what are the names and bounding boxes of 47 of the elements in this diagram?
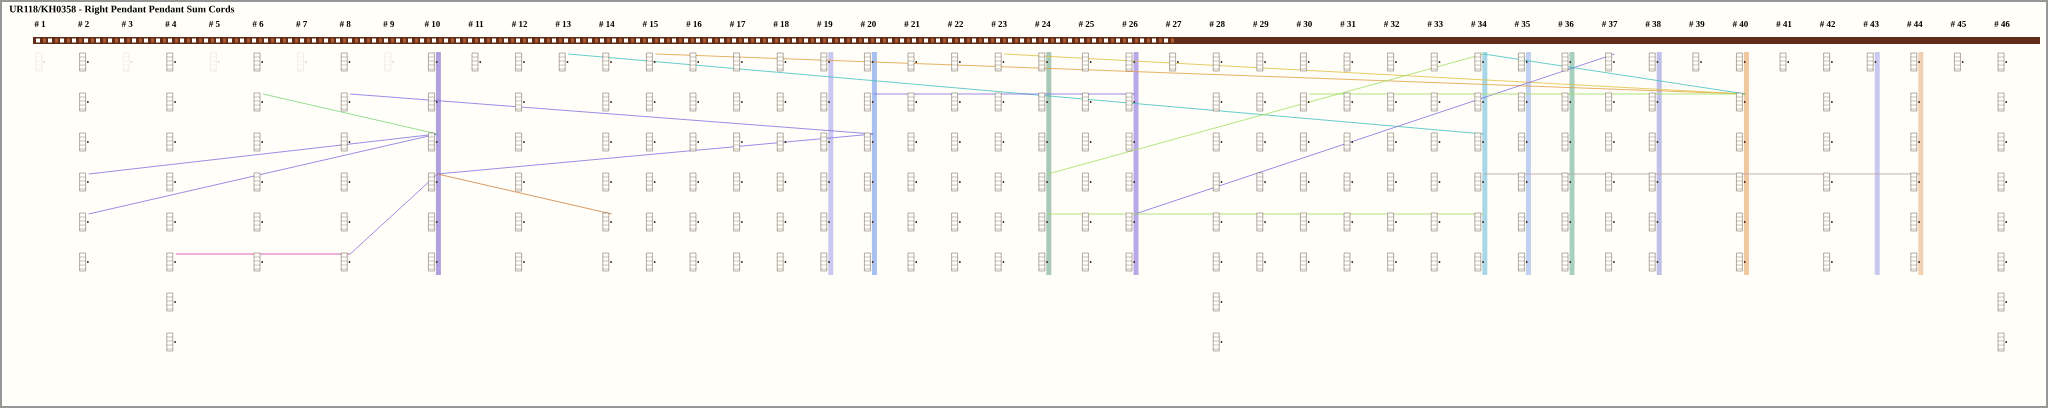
column-label: # 37: [1601, 21, 1618, 27]
column-label: # 20: [860, 20, 876, 28]
column-label: # 36: [1558, 21, 1574, 27]
column-label: # 46: [1994, 21, 2010, 27]
column-label: # 19: [817, 21, 833, 27]
column-label: # 13: [555, 21, 571, 27]
column-label: # 26: [1122, 21, 1138, 27]
column-label: # 18: [773, 20, 789, 28]
column-label: # 40: [1732, 20, 1748, 28]
column-label: # 23: [991, 21, 1007, 27]
column-label: # 17: [729, 21, 746, 27]
column-label: # 8: [339, 20, 351, 28]
column-label: # 38: [1645, 20, 1661, 28]
column-label: # 31: [1340, 21, 1356, 27]
column-label: # 11: [468, 21, 484, 27]
column-label: # 30: [1296, 20, 1312, 28]
column-label: # 7: [296, 21, 307, 27]
column-label: # 1: [34, 21, 46, 27]
column-label: # 43: [1863, 21, 1879, 27]
column-label: # 24: [1035, 21, 1051, 27]
column-label: # 35: [1514, 21, 1530, 27]
column-label: # 29: [1253, 21, 1269, 27]
column-label: # 41: [1776, 21, 1792, 27]
title: UR118/KH0358 - Right Pendant Pendant Sum Cords: [9, 5, 235, 15]
column-label: # 44: [1907, 21, 1923, 27]
column-label: # 15: [642, 21, 658, 27]
column-label: # 22: [947, 21, 964, 27]
column-label: # 25: [1078, 21, 1094, 27]
column-label: # 5: [208, 21, 220, 27]
column-label: # 28: [1209, 20, 1225, 28]
column-label: # 27: [1165, 21, 1182, 27]
column-label: # 12: [511, 21, 528, 27]
column-label: # 34: [1471, 21, 1487, 27]
column-label: # 16: [686, 21, 702, 27]
column-label: # 9: [383, 21, 395, 27]
column-label: # 33: [1427, 21, 1443, 27]
column-label: # 4: [165, 21, 177, 27]
column-label: # 10: [424, 20, 440, 28]
column-label: # 3: [121, 21, 133, 27]
column-label: # 6: [252, 21, 264, 27]
column-label: # 39: [1689, 21, 1705, 27]
column-label: # 45: [1950, 21, 1966, 27]
column-label: # 32: [1383, 21, 1400, 27]
column-label: # 14: [599, 21, 615, 27]
column-label: # 2: [78, 21, 89, 27]
column-label: # 42: [1819, 21, 1836, 27]
column-label: # 21: [904, 21, 920, 27]
